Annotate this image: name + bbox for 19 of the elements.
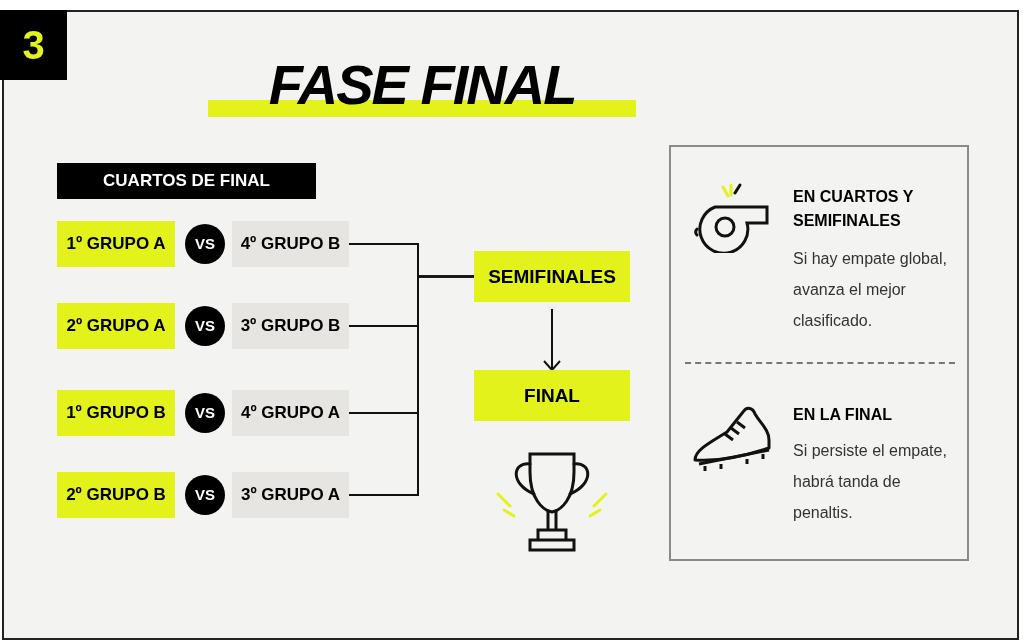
stage-box: SEMIFINALES — [474, 251, 630, 302]
team-box: 2º GRUPO A — [57, 303, 175, 349]
rule-text: Si hay empate global, avanza el mejor clasificado. — [793, 249, 948, 331]
bracket-line — [348, 275, 475, 496]
rule-heading: EN LA FINAL — [793, 405, 893, 425]
section-header-bar: CUARTOS DE FINAL — [57, 163, 316, 199]
team-box: 1º GRUPO B — [57, 390, 175, 436]
team-box: 4º GRUPO A — [232, 390, 349, 436]
team-box: 1º GRUPO A — [57, 221, 175, 267]
arrow — [543, 308, 561, 371]
rule-heading: EN CUARTOS Y SEMIFINALES — [793, 187, 915, 231]
number-badge: 3 — [0, 10, 67, 80]
rules-panel — [669, 145, 969, 561]
stage-box: FINAL — [474, 370, 630, 421]
team-box: 3º GRUPO B — [232, 303, 349, 349]
team-box: 2º GRUPO B — [57, 472, 175, 518]
team-box: 3º GRUPO A — [232, 472, 349, 518]
rule-text: Si persiste el empate, habrá tanda de penaltis. — [793, 441, 948, 523]
team-box: 4º GRUPO B — [232, 221, 349, 267]
